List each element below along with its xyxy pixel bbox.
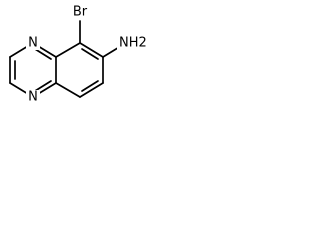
bromine-label: Br (73, 5, 88, 20)
benzene-ring (55, 42, 104, 98)
double-bond-n1-c8a (34, 48, 52, 60)
ring-nitrogen-top-label: N (28, 36, 38, 51)
quinoxaline-structure-diagram: N N Br NH2 (9, 5, 153, 105)
double-bond-c5-c6 (81, 48, 99, 60)
double-bond-c7-c8 (81, 80, 99, 92)
bond-c5-c6 (79, 42, 104, 58)
double-bond-n4-c4a (34, 80, 52, 92)
bond-c8-c4a (55, 82, 81, 98)
amine-label: NH2 (119, 36, 147, 51)
bond-c8a-c5 (55, 42, 81, 58)
bond-c7-c8 (79, 82, 104, 98)
ring-nitrogen-bottom-label: N (28, 90, 38, 105)
